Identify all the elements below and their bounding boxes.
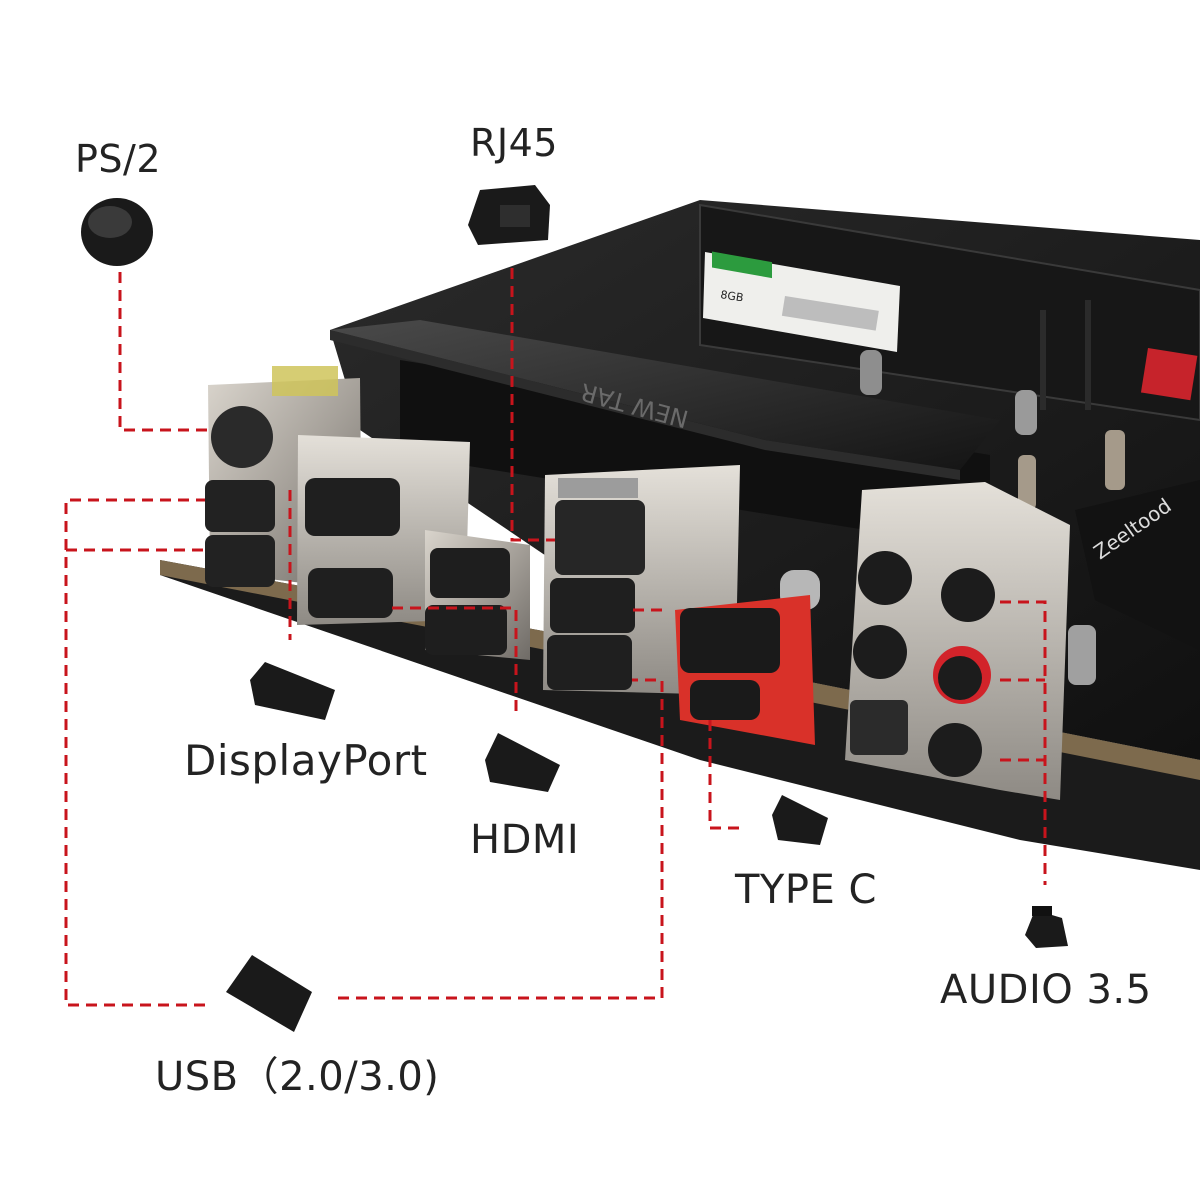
hdmi-dust-plug (485, 733, 560, 792)
usb-stack (425, 530, 530, 660)
usb-dust-plug (226, 955, 312, 1032)
displayport-dust-plug (250, 662, 335, 720)
audio-dust-plug (1025, 906, 1068, 948)
displayport-label: DisplayPort (184, 736, 428, 785)
leader-lines (64, 268, 1047, 1007)
ps2-label: PS/2 (75, 137, 162, 181)
ram-capacity-label: 8GB (720, 288, 745, 304)
rj45-dust-plug (468, 185, 550, 245)
type-c-label: TYPE C (735, 867, 877, 913)
ps2-dust-plug (81, 198, 153, 266)
audio-panel (845, 482, 1070, 800)
ram-module: 8GB (699, 203, 1200, 422)
typec-stack (675, 595, 815, 745)
usb-label: USB（2.0/3.0) (155, 1054, 440, 1100)
typec-dust-plug (772, 795, 828, 845)
audio-label: AUDIO 3.5 (940, 967, 1152, 1013)
hdmi-label: HDMI (470, 817, 580, 863)
heatsink: NEW TAR Zeeltood (330, 320, 1200, 650)
rj45-label: RJ45 (470, 121, 558, 165)
